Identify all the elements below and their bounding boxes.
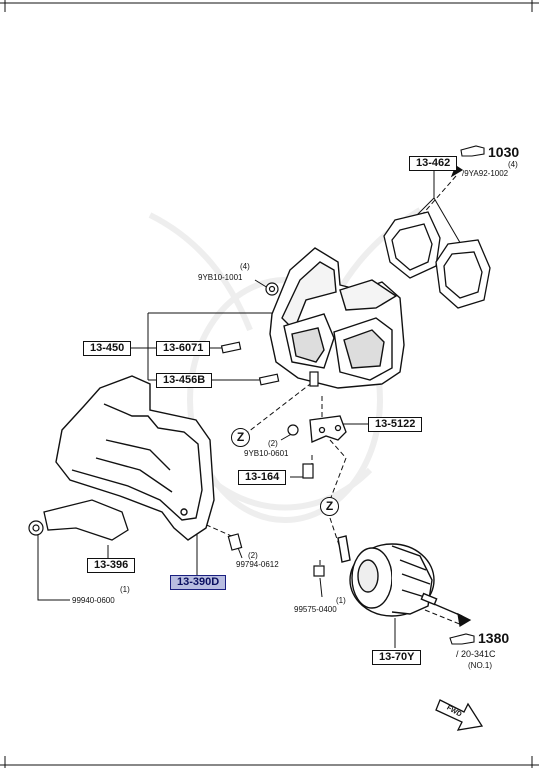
bracket bbox=[309, 415, 347, 443]
fastener-99940-qty: (1) bbox=[120, 585, 130, 594]
fwd-arrow bbox=[435, 699, 484, 731]
part-13-70y[interactable]: 13-70Y bbox=[372, 650, 422, 665]
insulator-plate bbox=[43, 499, 129, 541]
fastener-99940[interactable]: 99940-0600 bbox=[72, 596, 115, 605]
fastener-99575-qty: (1) bbox=[336, 596, 346, 605]
ref-arrows bbox=[450, 165, 472, 627]
part-13-450[interactable]: 13-450 bbox=[83, 341, 132, 356]
fastener-99794-qty: (2) bbox=[248, 551, 258, 560]
exhaust-manifold bbox=[269, 247, 405, 389]
part-13-6071[interactable]: 13-6071 bbox=[156, 341, 211, 356]
z-marker-left: Z bbox=[231, 428, 250, 447]
fastener-9yb10-1001-qty: (4) bbox=[240, 262, 250, 271]
z-marker-right: Z bbox=[320, 497, 339, 516]
studs bbox=[28, 282, 325, 577]
fastener-9yb10-1001[interactable]: 9YB10-1001 bbox=[198, 273, 243, 282]
fastener-99794[interactable]: 99794-0612 bbox=[236, 560, 279, 569]
part-13-462[interactable]: 13-462 bbox=[409, 156, 458, 171]
ref-1030[interactable]: 1030 bbox=[488, 144, 520, 160]
fastener-9yb10-0601[interactable]: 9YB10-0601 bbox=[244, 449, 289, 458]
leader-lines bbox=[37, 170, 463, 648]
ref-1380-sub: / 20-341C bbox=[456, 649, 496, 659]
heat-insulator bbox=[55, 375, 215, 541]
ref-1380-note: (NO.1) bbox=[468, 661, 492, 670]
part-13-456b[interactable]: 13-456B bbox=[156, 373, 213, 388]
part-13-390d[interactable]: 13-390D bbox=[170, 575, 227, 590]
air-pump bbox=[337, 535, 463, 617]
part-13-396[interactable]: 13-396 bbox=[87, 558, 136, 573]
ref-1380[interactable]: 1380 bbox=[478, 630, 510, 646]
part-13-164[interactable]: 13-164 bbox=[238, 470, 287, 485]
gaskets bbox=[383, 211, 491, 309]
part-13-5122[interactable]: 13-5122 bbox=[368, 417, 423, 432]
ref-1030-part: /9YA92-1002 bbox=[462, 169, 509, 178]
fastener-99575[interactable]: 99575-0400 bbox=[294, 605, 337, 614]
ref-1030-qty: (4) bbox=[508, 160, 518, 169]
hand-icons bbox=[449, 145, 485, 645]
fastener-9yb10-0601-qty: (2) bbox=[268, 439, 278, 448]
